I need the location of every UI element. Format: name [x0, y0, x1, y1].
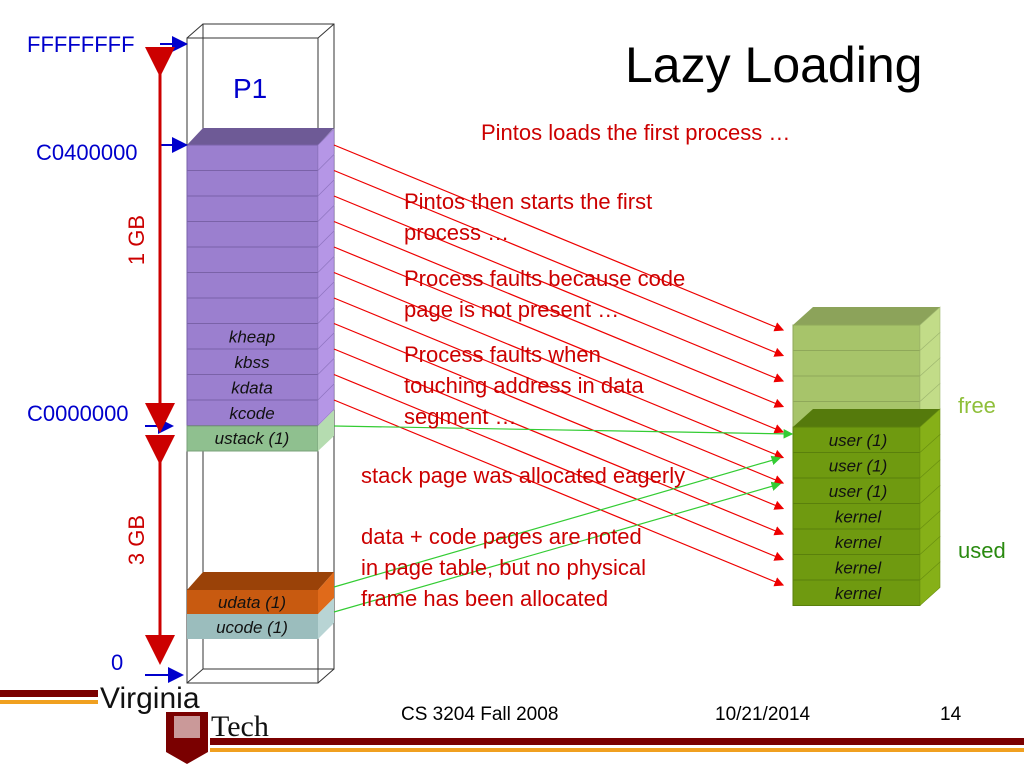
- address-c0000000: C0000000: [27, 401, 129, 426]
- kernel-page-row: [186, 153, 335, 197]
- note-stack: stack page was allocated eagerly: [361, 463, 685, 488]
- kernel-top-face: [187, 128, 334, 145]
- kernel-page-row: [186, 281, 335, 325]
- page-table-arrow: [333, 271, 785, 459]
- footer-date: 10/21/2014: [715, 704, 811, 725]
- free-label: free: [958, 393, 996, 418]
- page-table-arrow: [333, 144, 785, 332]
- page-table-arrow: [333, 373, 785, 561]
- free-frame: [792, 306, 941, 352]
- page-table-arrow: [333, 297, 785, 485]
- user-mapping-arrow: [333, 425, 794, 439]
- mapping-arrows: [333, 144, 794, 613]
- svg-text:user (1): user (1): [829, 457, 888, 476]
- user-size-label: 3 GB: [124, 515, 149, 565]
- free-frame: [792, 331, 941, 377]
- kernel-size-label: 1 GB: [124, 215, 149, 265]
- footer-rule: [0, 690, 1024, 752]
- used-frame: kernel: [792, 561, 941, 607]
- ucode-segment: ucode (1): [187, 598, 334, 639]
- svg-text:kbss: kbss: [235, 353, 270, 372]
- user-mapping-arrow: [333, 455, 782, 588]
- kernel-page-row: kbss: [186, 332, 335, 376]
- svg-text:ucode (1): ucode (1): [216, 618, 288, 637]
- footer-course: CS 3204 Fall 2008: [401, 704, 558, 725]
- svg-text:kdata: kdata: [231, 379, 273, 398]
- svg-text:kheap: kheap: [229, 328, 275, 347]
- used-frame: kernel: [792, 535, 941, 581]
- used-label: used: [958, 538, 1006, 563]
- page-table-arrow: [333, 246, 785, 434]
- page-table-arrow: [333, 322, 785, 510]
- svg-text:kernel: kernel: [835, 533, 883, 552]
- used-top-face: [793, 409, 940, 427]
- svg-text:user (1): user (1): [829, 431, 888, 450]
- kernel-page-row: kheap: [186, 306, 335, 350]
- note-loads: Pintos loads the first process …: [481, 120, 790, 145]
- ustack-segment: ustack (1): [186, 410, 334, 452]
- svg-text:kernel: kernel: [835, 584, 883, 603]
- used-frame: user (1): [792, 433, 941, 479]
- svg-text:Tech: Tech: [211, 710, 269, 743]
- svg-text:ustack (1): ustack (1): [215, 429, 290, 448]
- svg-text:user (1): user (1): [829, 482, 888, 501]
- footer-page-number: 14: [940, 704, 962, 725]
- page-table-arrow: [333, 169, 785, 357]
- page-table-arrow: [333, 220, 785, 408]
- kernel-page-row: [186, 255, 335, 299]
- address-c0400000: C0400000: [36, 140, 138, 165]
- svg-text:kernel: kernel: [835, 559, 883, 578]
- slide-title: Lazy Loading: [625, 37, 922, 93]
- free-top-face: [793, 307, 940, 325]
- kernel-page-row: [186, 204, 335, 248]
- used-frame: user (1): [792, 459, 941, 505]
- svg-text:kcode: kcode: [229, 404, 274, 423]
- udata-segment: udata (1): [187, 572, 334, 614]
- free-frame: [792, 357, 941, 403]
- physical-memory: user (1) user (1) user (1) kernel kernel kern…: [792, 306, 941, 607]
- kernel-page-row: [186, 179, 335, 223]
- kernel-page-row: kcode: [186, 383, 335, 427]
- used-frame: kernel: [792, 484, 941, 530]
- used-frame: user (1): [792, 408, 941, 454]
- process-label: P1: [233, 73, 267, 104]
- page-table-arrow: [333, 195, 785, 383]
- address-zero: 0: [111, 650, 123, 675]
- virginia-tech-logo: Virginia Tech: [100, 682, 269, 764]
- kernel-segments: kheap kbss kdata kcode: [186, 128, 335, 427]
- page-table-arrow: [333, 399, 785, 587]
- svg-text:Virginia: Virginia: [100, 682, 200, 715]
- svg-text:kernel: kernel: [835, 508, 883, 527]
- kernel-page-row: kdata: [186, 357, 335, 401]
- address-ffffffff: FFFFFFFF: [27, 32, 135, 57]
- user-mapping-arrow: [333, 481, 782, 613]
- svg-text:udata (1): udata (1): [218, 593, 286, 612]
- used-frame: kernel: [792, 510, 941, 556]
- page-table-arrow: [333, 348, 785, 536]
